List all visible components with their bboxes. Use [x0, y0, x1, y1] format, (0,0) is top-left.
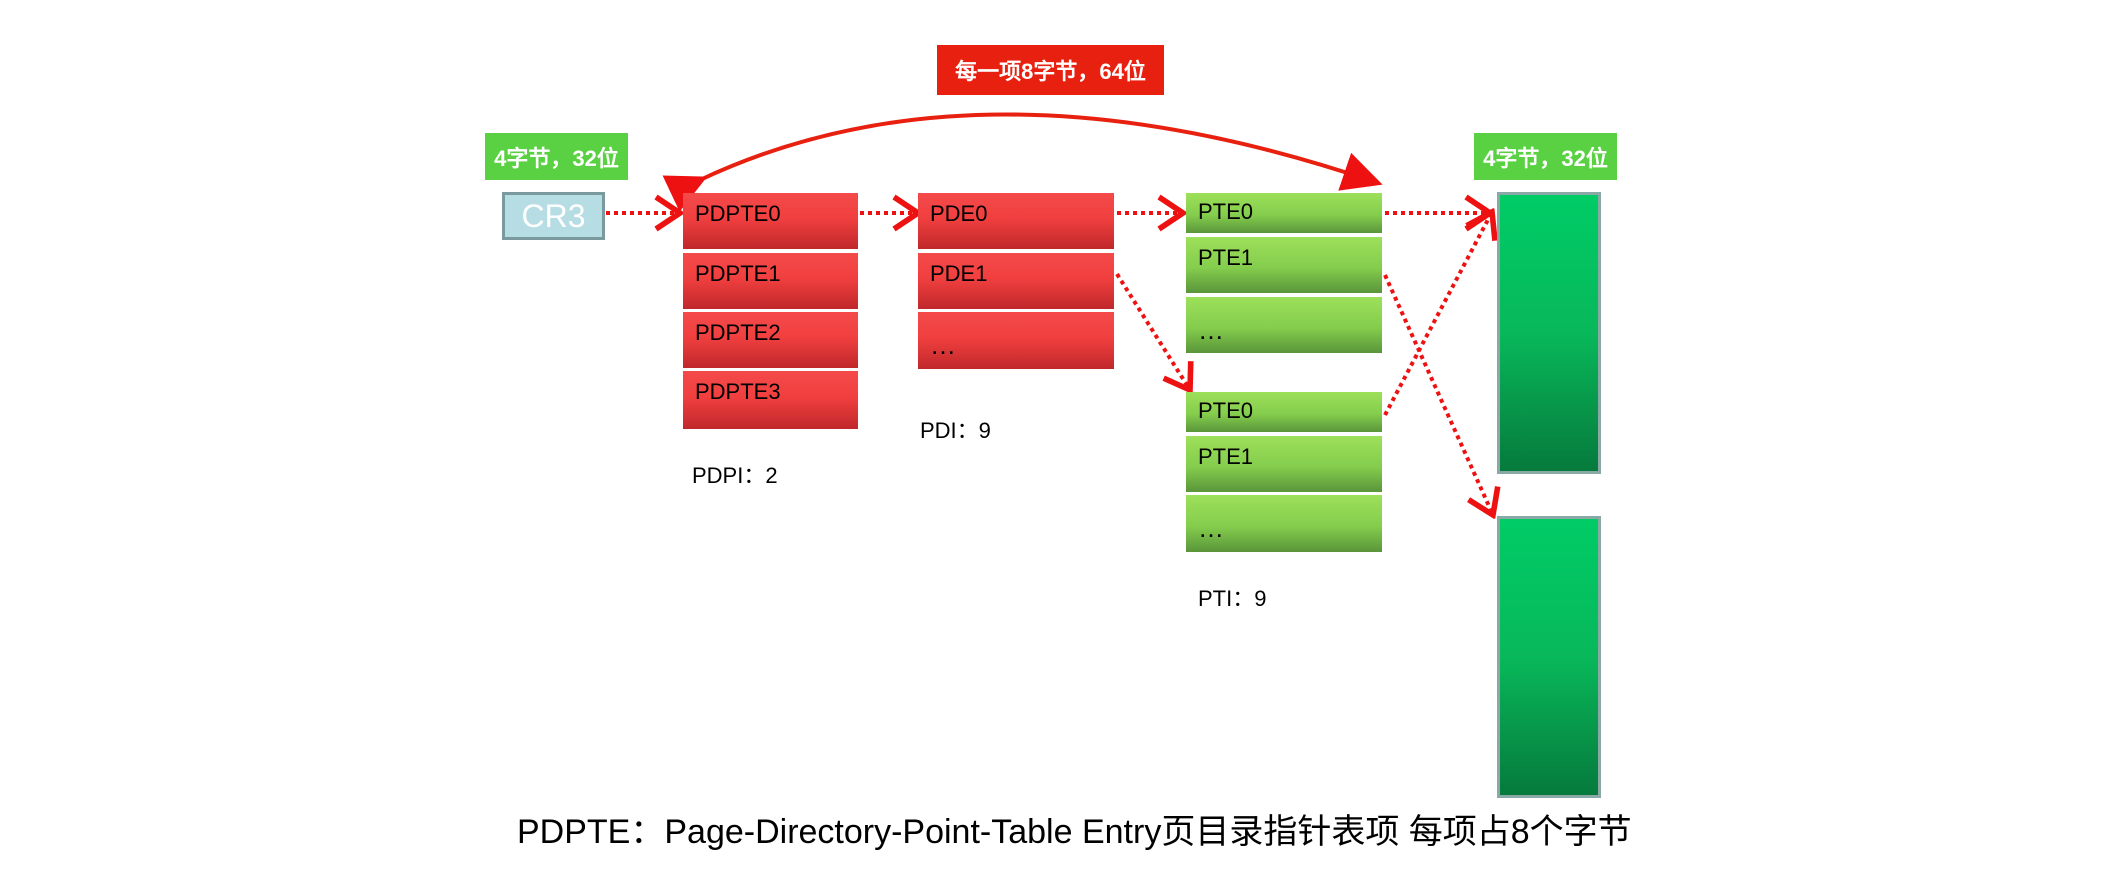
pde-entry: … [918, 312, 1114, 369]
physical-page-1 [1497, 192, 1601, 474]
pdpte-entry: PDPTE2 [683, 312, 858, 368]
pte-entry: PTE1 [1186, 436, 1382, 492]
pti-label: PTI：9 [1198, 586, 1267, 611]
pdpte-entry: PDPTE0 [683, 193, 858, 249]
arrow-pte1-to-page2 [1383, 274, 1493, 515]
pte-entry: … [1186, 297, 1382, 353]
physical-page-2 [1497, 516, 1601, 798]
arrow-lower-pte0-to-page1 [1383, 212, 1492, 416]
diagram-caption: PDPTE：Page-Directory-Point-Table Entry页目… [517, 813, 1632, 851]
pde-entry: PDE0 [918, 193, 1114, 249]
cr3-register: CR3 [502, 192, 605, 240]
left-size-tag: 4字节，32位 [485, 133, 628, 180]
pte-entry: … [1186, 495, 1382, 552]
entry-size-tag: 每一项8字节，64位 [937, 45, 1164, 95]
pdi-label: PDI：9 [920, 418, 991, 443]
pde-entry: PDE1 [918, 253, 1114, 309]
arrow-pde1-to-lower-pte0 [1115, 272, 1190, 390]
pte-entry: PTE0 [1186, 392, 1382, 432]
pte-entry: PTE0 [1186, 193, 1382, 233]
entry-size-arc-arrow [662, 112, 1383, 212]
right-size-tag: 4字节，32位 [1474, 133, 1617, 180]
pte-entry: PTE1 [1186, 237, 1382, 293]
pdpte-entry: PDPTE3 [683, 371, 858, 429]
pdpi-label: PDPI：2 [692, 463, 778, 488]
pdpte-entry: PDPTE1 [683, 253, 858, 309]
